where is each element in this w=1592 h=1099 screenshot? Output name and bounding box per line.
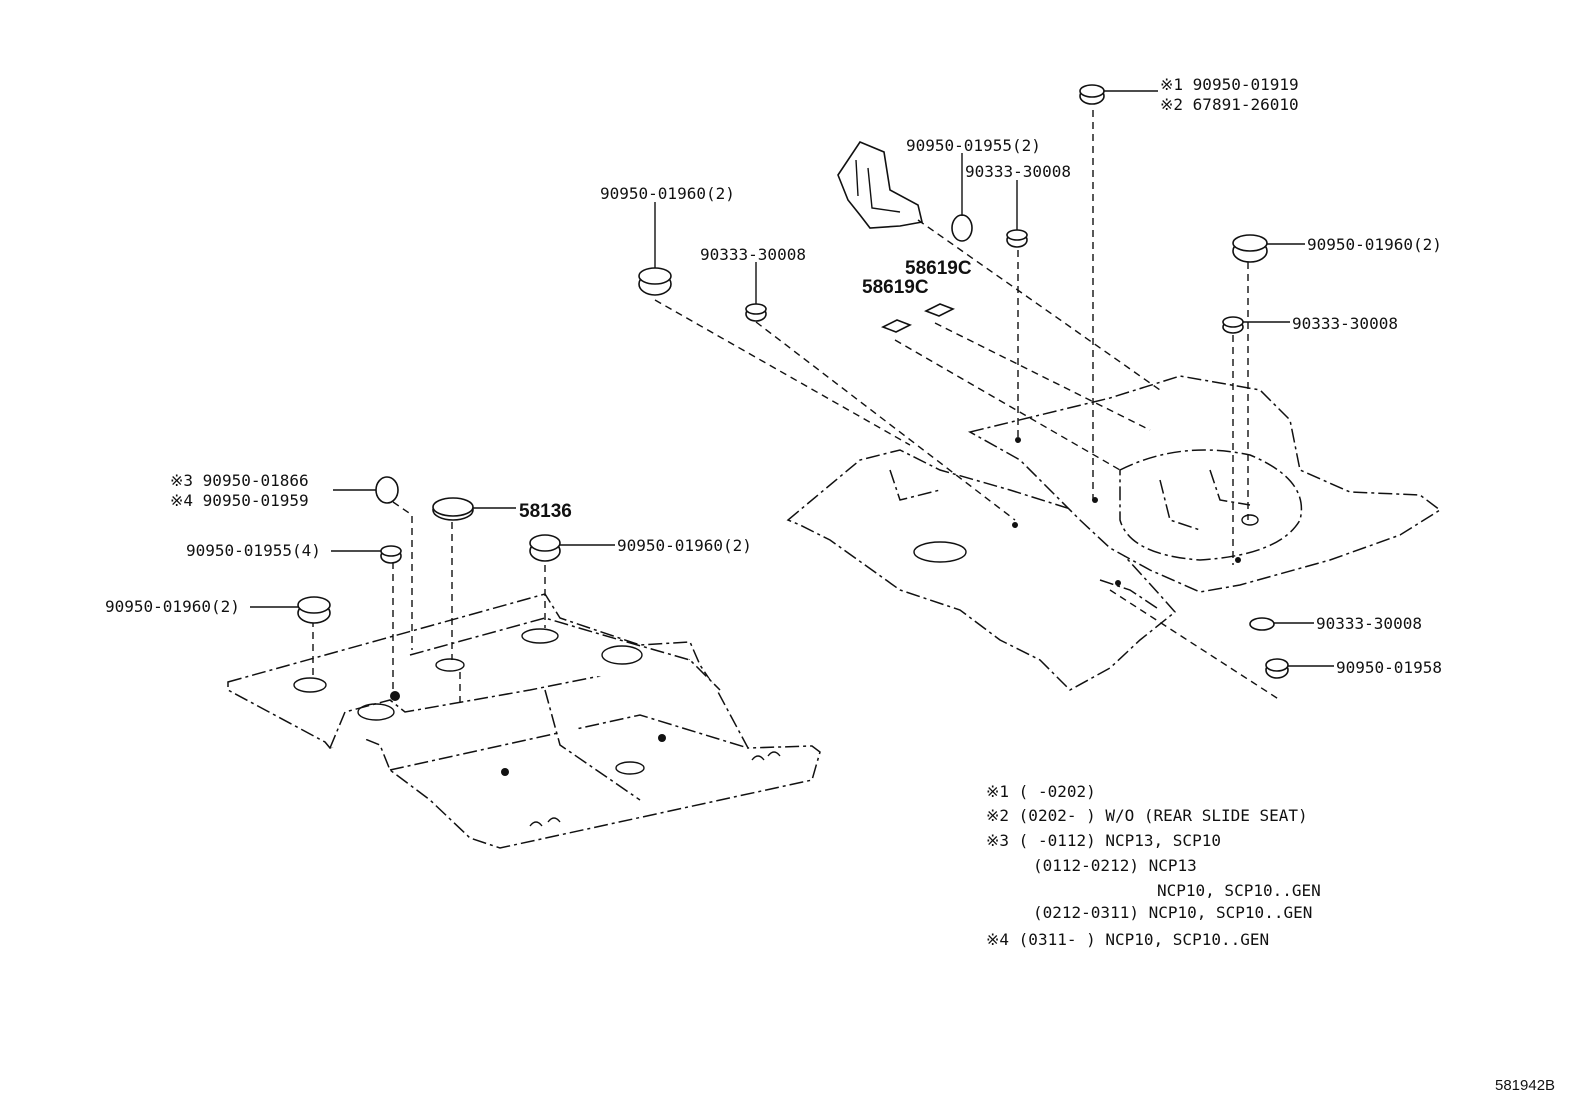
plug-90950-01955-right-icon <box>951 214 973 242</box>
seal-90333-30008-bottom-icon <box>1249 617 1275 631</box>
note-line: (0212-0311) NCP10, SCP10..GEN <box>1033 903 1312 922</box>
label-90950-01960-left-right: 90950-01960(2) <box>617 536 752 555</box>
label-90333-30008-left: 90333-30008 <box>700 245 806 264</box>
plug-90950-01960-right-icon <box>1232 234 1268 252</box>
label-90333-30008-right: 90333-30008 <box>1292 314 1398 333</box>
label-90333-30008-bottom: 90333-30008 <box>1316 614 1422 633</box>
left-parts <box>297 476 561 624</box>
plug-90950-01955-left-icon <box>380 545 402 557</box>
label-star4: ※4 90950-01959 <box>170 491 309 510</box>
nut-90333-30008-top-icon <box>1006 229 1028 241</box>
right-floor-panel <box>786 375 1442 691</box>
left-label-leaders <box>250 489 615 608</box>
sheet-id: 581942B <box>1495 1077 1555 1094</box>
label-58136: 58136 <box>519 501 572 522</box>
left-dashed-leaders <box>312 501 546 705</box>
note-line: NCP10, SCP10..GEN <box>1157 881 1321 900</box>
pad-58619c-a-icon <box>881 319 912 333</box>
label-90950-01955-2: 90950-01955(2) <box>906 136 1041 155</box>
label-90333-30008-top: 90333-30008 <box>965 162 1071 181</box>
note-line: ※1 ( -0202) <box>986 782 1096 801</box>
label-90950-01960-top-left: 90950-01960(2) <box>600 184 735 203</box>
note-line: ※2 (0202- ) W/O (REAR SLIDE SEAT) <box>986 806 1308 825</box>
plug-90950-01919-icon <box>1079 84 1105 98</box>
label-90950-01960-left: 90950-01960(2) <box>105 597 240 616</box>
plug-90950-01958-icon <box>1265 658 1289 672</box>
plug-58136-icon <box>432 497 474 517</box>
note-line: ※3 ( -0112) NCP13, SCP10 <box>986 831 1221 850</box>
label-58619c-b: 58619C <box>862 277 929 298</box>
notes-block: ※1 ( -0202) ※2 (0202- ) W/O (REAR SLIDE … <box>986 782 1321 949</box>
plug-90950-01960-top-left-icon <box>638 267 672 285</box>
left-floor-panel <box>227 593 821 849</box>
note-line: (0112-0212) NCP13 <box>1033 856 1197 875</box>
pad-58619c-b-icon <box>924 303 955 317</box>
label-90950-01955-4: 90950-01955(4) <box>186 541 321 560</box>
right-label-leaders <box>654 90 1334 667</box>
note-line: ※4 (0311- ) NCP10, SCP10..GEN <box>986 930 1269 949</box>
label-90950-01960-right: 90950-01960(2) <box>1307 235 1442 254</box>
nut-90333-30008-left-icon <box>745 303 767 315</box>
right-parts <box>638 84 1289 679</box>
label-58619c-a: 58619C <box>905 258 972 279</box>
grommet-90950-01866-icon <box>375 476 399 504</box>
label-star2: ※2 67891-26010 <box>1160 95 1299 114</box>
label-90950-01958: 90950-01958 <box>1336 658 1442 677</box>
label-star3: ※3 90950-01866 <box>170 471 309 490</box>
nut-90333-30008-right-icon <box>1222 316 1244 328</box>
plug-90950-01960-left-left-icon <box>297 596 331 614</box>
label-star1: ※1 90950-01919 <box>1160 75 1299 94</box>
plug-90950-01960-left-right-icon <box>529 534 561 552</box>
right-dashed-leaders <box>654 110 1281 701</box>
